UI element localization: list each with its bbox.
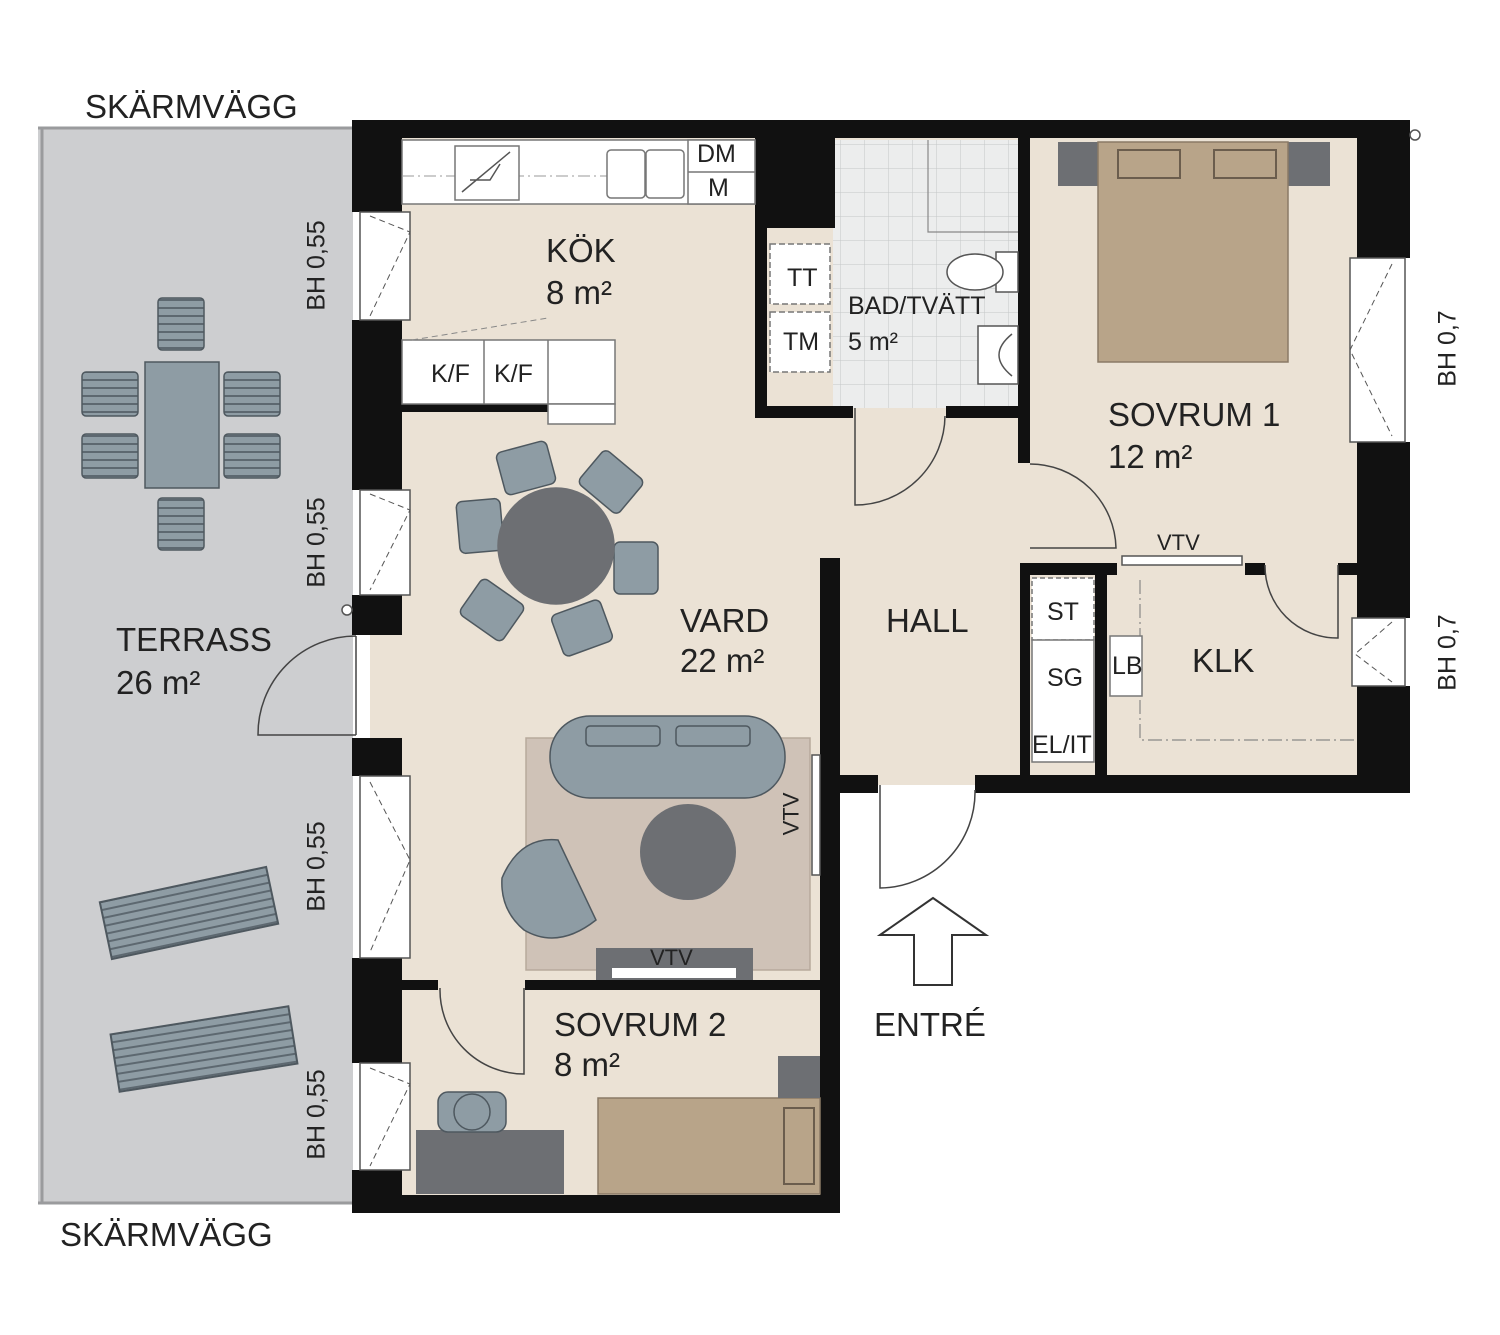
living-name: VARD (680, 602, 770, 639)
terrace-dining-set (81, 297, 281, 551)
window-height-2: BH 0,55 (302, 497, 331, 588)
kitchen-name: KÖK (546, 232, 616, 269)
fridge-freezer-units (401, 317, 616, 425)
hall-name: HALL (886, 602, 969, 639)
fridge-freezer-label-1: K/F (431, 360, 470, 388)
sofa (549, 715, 786, 799)
window-height-6: BH 0,7 (1433, 614, 1462, 691)
closet-name: KLK (1192, 642, 1255, 679)
storage-cabinets (1031, 577, 1143, 763)
washer-dryer (769, 243, 831, 373)
terrace-area: 26 m² (116, 664, 201, 701)
bedroom2-area: 8 m² (554, 1046, 620, 1083)
vtv-living-side-label: VTV (778, 792, 804, 836)
bath-name: BAD/TVÄTT (848, 292, 986, 320)
closet-rail (1139, 580, 1355, 741)
dishwasher-label: DM (697, 140, 736, 168)
terrace-name: TERRASS (116, 621, 272, 658)
window-height-1: BH 0,55 (302, 220, 331, 311)
bedroom1-area: 12 m² (1108, 438, 1193, 475)
entrance-label: ENTRÉ (874, 1006, 986, 1043)
electrical-it-label: EL/IT (1032, 731, 1092, 759)
living-area: 22 m² (680, 642, 765, 679)
windows (359, 211, 1406, 1171)
kitchen-area: 8 m² (546, 274, 612, 311)
bedroom2-name: SOVRUM 2 (554, 1006, 727, 1043)
vtv-bar (1121, 555, 1243, 566)
desk (416, 1130, 564, 1194)
coffee-table (640, 804, 736, 900)
nightstand (778, 1056, 820, 1098)
toilet (946, 251, 1019, 293)
window-height-5: BH 0,7 (1433, 310, 1462, 387)
doors (257, 408, 1339, 1075)
screen-wall-label-bottom: SKÄRMVÄGG (60, 1216, 273, 1253)
dryer-label: TT (787, 264, 818, 292)
dining-set (455, 440, 659, 657)
walls (352, 120, 1410, 1213)
entrance-arrow[interactable] (876, 896, 990, 986)
sink (977, 325, 1019, 385)
window-height-4: BH 0,55 (302, 1069, 331, 1160)
desk-chair (437, 1091, 507, 1133)
sun-loungers (98, 865, 299, 1093)
single-bed (597, 1097, 821, 1195)
armchair (501, 838, 597, 939)
shower (927, 140, 1018, 233)
linen-cabinet-label: LB (1112, 652, 1143, 680)
vtv-bedroom1-label: VTV (1157, 530, 1200, 555)
vtv-side-bar (811, 754, 821, 876)
double-bed (1058, 141, 1330, 363)
wardrobe-sg-label: SG (1047, 664, 1084, 692)
screen-wall-label-top: SKÄRMVÄGG (85, 88, 298, 125)
bath-area: 5 m² (848, 328, 898, 356)
kitchen-counter (401, 139, 756, 205)
wardrobe-st-label: ST (1047, 598, 1079, 626)
washer-label: TM (783, 328, 820, 356)
vtv-living-bottom-label: VTV (650, 945, 693, 970)
microwave-label: M (708, 174, 729, 202)
fridge-freezer-label-2: K/F (494, 360, 533, 388)
bedroom1-name: SOVRUM 1 (1108, 396, 1281, 433)
window-height-3: BH 0,55 (302, 821, 331, 912)
